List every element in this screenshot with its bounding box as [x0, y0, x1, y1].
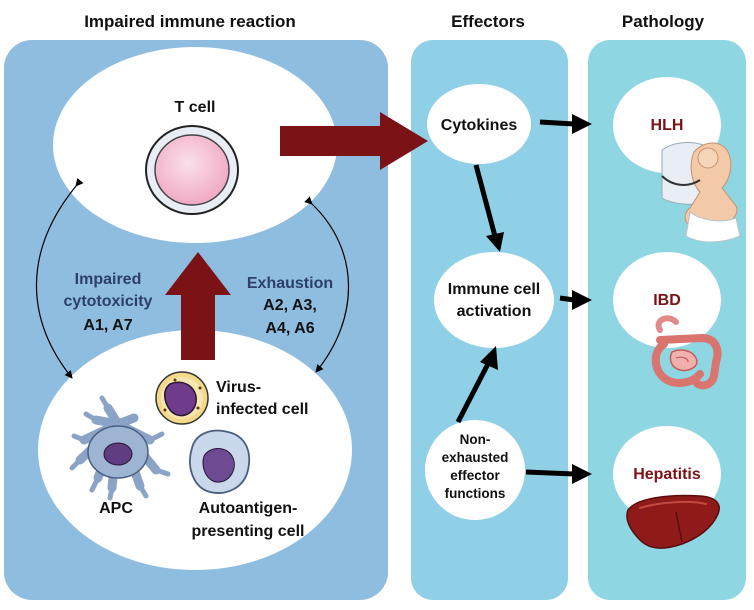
apc-label: APC — [99, 500, 133, 517]
header-impaired-immune-reaction: Impaired immune reaction — [84, 12, 296, 31]
exhaustion-codes-1: A2, A3, — [263, 297, 317, 314]
apc-dendritic-icon — [69, 395, 171, 501]
non-exhausted-ellipse — [425, 420, 525, 520]
autoantigen-label-line1: Autoantigen- — [199, 500, 298, 517]
non-exhausted-line4: functions — [445, 486, 506, 501]
virus-label-line2: infected cell — [216, 401, 308, 418]
arrow-activation-to-ibd — [559, 295, 575, 303]
arrow-nonexhausted-to-hepatitis — [525, 469, 575, 477]
cytotoxicity-label: cytotoxicity — [64, 293, 153, 310]
immune-activation-line1: Immune cell — [448, 281, 540, 298]
hlh-label: HLH — [651, 117, 684, 134]
right-curved-double-arrow — [304, 196, 350, 373]
exhaustion-codes-2: A4, A6 — [265, 320, 314, 337]
cytokines-label: Cytokines — [441, 117, 518, 134]
header-pathology: Pathology — [622, 12, 705, 31]
non-exhausted-line2: exhausted — [442, 450, 509, 465]
autoantigen-label-line2: presenting cell — [192, 523, 305, 540]
non-exhausted-line1: Non- — [460, 432, 491, 447]
red-right-arrow — [280, 112, 428, 170]
ibd-label: IBD — [653, 292, 681, 309]
doctor-infant-icon — [661, 142, 741, 243]
t-cell-icon — [145, 125, 239, 215]
hepatitis-label: Hepatitis — [633, 466, 701, 483]
ibd-ellipse — [613, 252, 721, 348]
cytotoxicity-codes: A1, A7 — [83, 317, 132, 334]
immune-activation-line2: activation — [457, 303, 532, 320]
header-effectors: Effectors — [451, 12, 525, 31]
t-cell-label: T cell — [175, 99, 216, 116]
intestine-icon — [651, 315, 722, 390]
arrow-nonexhausted-to-activation — [455, 358, 493, 424]
autoantigen-cell-icon — [189, 429, 250, 494]
cytokines-ellipse — [427, 84, 531, 164]
exhaustion-label: Exhaustion — [247, 275, 333, 292]
virus-infected-cell-icon — [155, 371, 209, 425]
left-curved-double-arrow — [35, 178, 84, 379]
impaired-label: Impaired — [75, 271, 142, 288]
arrow-cytokines-to-activation — [473, 164, 499, 241]
arrow-cytokines-to-hlh — [539, 119, 575, 127]
red-up-arrow — [165, 252, 231, 360]
immune-activation-ellipse — [434, 252, 554, 348]
liver-icon — [626, 494, 720, 549]
non-exhausted-line3: effector — [450, 468, 500, 483]
virus-label-line1: Virus- — [216, 379, 261, 396]
